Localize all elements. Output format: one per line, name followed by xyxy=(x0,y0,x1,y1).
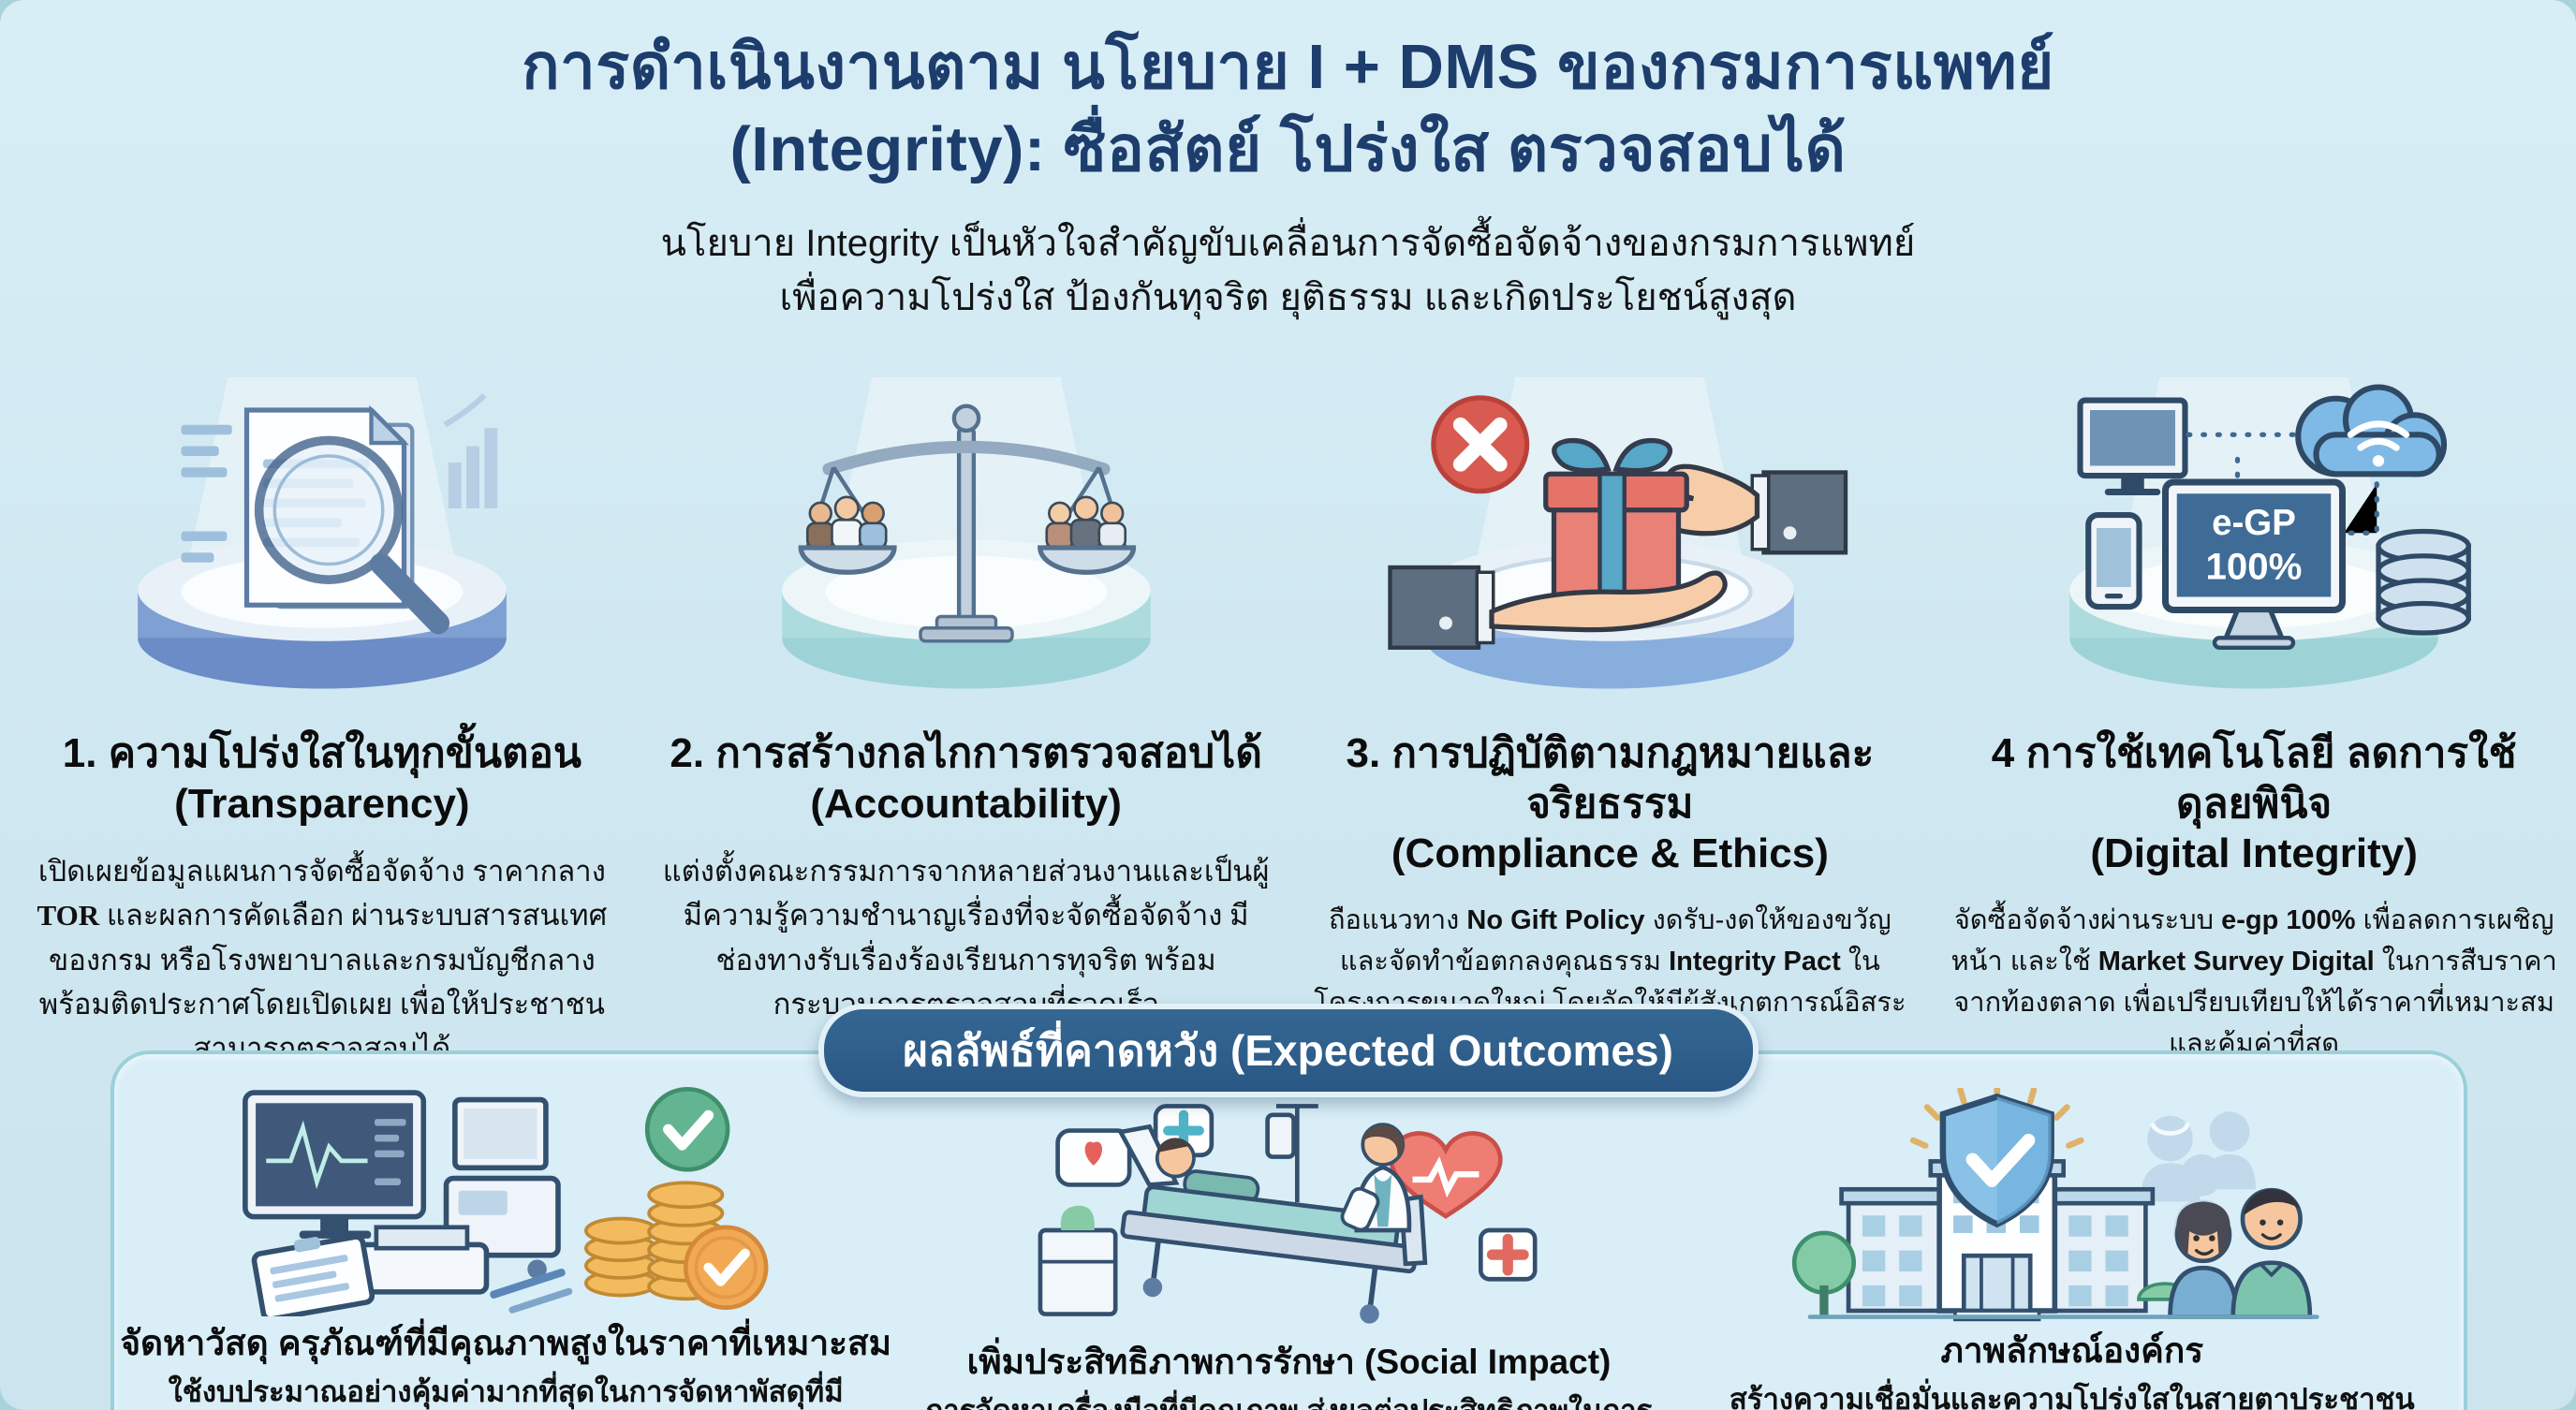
pillar-title-en: (Transparency) xyxy=(174,780,470,827)
pillar-accountability: 2. การสร้างกลไกการตรวจสอบได้ (Accountabi… xyxy=(644,367,1288,1070)
egp-sign-line2: 100% xyxy=(2206,545,2303,587)
balance-scale-icon xyxy=(704,367,1229,715)
pillar-title-th: 1. ความโปร่งใสในทุกขั้นตอน xyxy=(62,730,581,776)
pillar-title: 2. การสร้างกลไกการตรวจสอบได้ (Accountabi… xyxy=(670,728,1262,829)
page-title-line1: การดำเนินงานตาม นโยบาย I + DMS ของกรมการ… xyxy=(522,32,2054,102)
subtitle: นโยบาย Integrity เป็นหัวใจสำคัญขับเคลื่อ… xyxy=(0,216,2576,325)
outcome-procurement: จัดหาวัสดุ ครุภัณฑ์ที่มีคุณภาพสูงในราคาท… xyxy=(114,1080,897,1410)
outcome-organization: ภาพลักษณ์องค์กร สร้างความเชื่อมั่นและควา… xyxy=(1681,1080,2464,1410)
pillar-title-th: 2. การสร้างกลไกการตรวจสอบได้ xyxy=(670,730,1262,776)
outcome-patient-care: เพิ่มประสิทธิภาพการรักษา (Social Impact)… xyxy=(897,1080,1680,1410)
document-magnifier-icon xyxy=(60,367,584,715)
header: การดำเนินงานตาม นโยบาย I + DMS ของกรมการ… xyxy=(0,26,2576,325)
pillars-row: 1. ความโปร่งใสในทุกขั้นตอน (Transparency… xyxy=(0,367,2576,1070)
outcomes-panel: จัดหาวัสดุ ครุภัณฑ์ที่มีคุณภาพสูงในราคาท… xyxy=(110,1050,2467,1410)
procurement-savings-icon xyxy=(220,1080,791,1316)
pillar-title: 3. การปฏิบัติตามกฎหมายและจริยธรรม (Compl… xyxy=(1288,728,1933,879)
pillar-compliance: 3. การปฏิบัติตามกฎหมายและจริยธรรม (Compl… xyxy=(1288,367,1933,1070)
subtitle-line2: เพื่อความโปร่งใส ป้องกันทุจริต ยุติธรรม … xyxy=(779,276,1797,318)
banner-label: ผลลัพธ์ที่คาดหวัง (Expected Outcomes) xyxy=(903,1025,1673,1075)
outcome-desc: สร้างความเชื่อมั่นและความโปร่งใสในสายตาป… xyxy=(1729,1383,2415,1410)
pillar-title-en: (Accountability) xyxy=(810,780,1122,827)
no-gift-icon xyxy=(1347,367,1872,715)
outcomes-row: จัดหาวัสดุ ครุภัณฑ์ที่มีคุณภาพสูงในราคาท… xyxy=(114,1054,2464,1410)
pillar-title-en: (Compliance & Ethics) xyxy=(1391,830,1829,877)
pillar-body: แต่งตั้งคณะกรรมการจากหลายส่วนงานและเป็นผ… xyxy=(662,855,1270,1021)
digital-egp-icon: e-GP 100% xyxy=(1992,367,2516,715)
pillar-title-en: (Digital Integrity) xyxy=(2090,830,2418,877)
pillar-title: 4 การใช้เทคโนโลยี ลดการใช้ดุลยพินิจ (Dig… xyxy=(1932,728,2576,879)
patient-care-icon xyxy=(1003,1099,1574,1335)
outcome-desc: การจัดหาเครื่องมือที่มีคุณภาพ ส่งผลต่อปร… xyxy=(905,1391,1672,1410)
pillar-title-th: 4 การใช้เทคโนโลยี ลดการใช้ดุลยพินิจ xyxy=(1991,730,2517,827)
organization-image-icon xyxy=(1787,1088,2358,1324)
expected-outcomes-banner: ผลลัพธ์ที่คาดหวัง (Expected Outcomes) xyxy=(817,1004,1759,1097)
pillar-transparency: 1. ความโปร่งใสในทุกขั้นตอน (Transparency… xyxy=(0,367,644,1070)
outcome-title: ภาพลักษณ์องค์กร xyxy=(1940,1331,2204,1370)
pillar-digital: e-GP 100% 4 การใช้เทคโนโลยี ลดการใช้ดุล xyxy=(1932,367,2576,1070)
pillar-title-th: 3. การปฏิบัติตามกฎหมายและจริยธรรม xyxy=(1346,730,1875,827)
pillar-body: เปิดเผยข้อมูลแผนการจัดซื้อจัดจ้าง ราคากล… xyxy=(37,855,608,1065)
subtitle-line1: นโยบาย Integrity เป็นหัวใจสำคัญขับเคลื่อ… xyxy=(660,222,1916,264)
pillar-title: 1. ความโปร่งใสในทุกขั้นตอน (Transparency… xyxy=(63,728,581,829)
egp-sign-line1: e-GP xyxy=(2212,503,2296,543)
outcome-desc: ใช้งบประมาณอย่างคุ้มค่ามากที่สุดในการจัด… xyxy=(168,1375,844,1409)
pillar-body: ถือแนวทาง No Gift Policy งดรับ-งดให้ของข… xyxy=(1314,905,1906,1019)
outcome-title: เพิ่มประสิทธิภาพการรักษา (Social Impact) xyxy=(966,1343,1612,1381)
page-title-line2: (Integrity): ซื่อสัตย์ โปร่งใส ตรวจสอบได… xyxy=(729,114,1847,185)
outcome-title: จัดหาวัสดุ ครุภัณฑ์ที่มีคุณภาพสูงในราคาท… xyxy=(120,1324,891,1362)
pillar-body: จัดซื้อจัดจ้างผ่านระบบ e-gp 100% เพื่อลด… xyxy=(1950,905,2557,1060)
